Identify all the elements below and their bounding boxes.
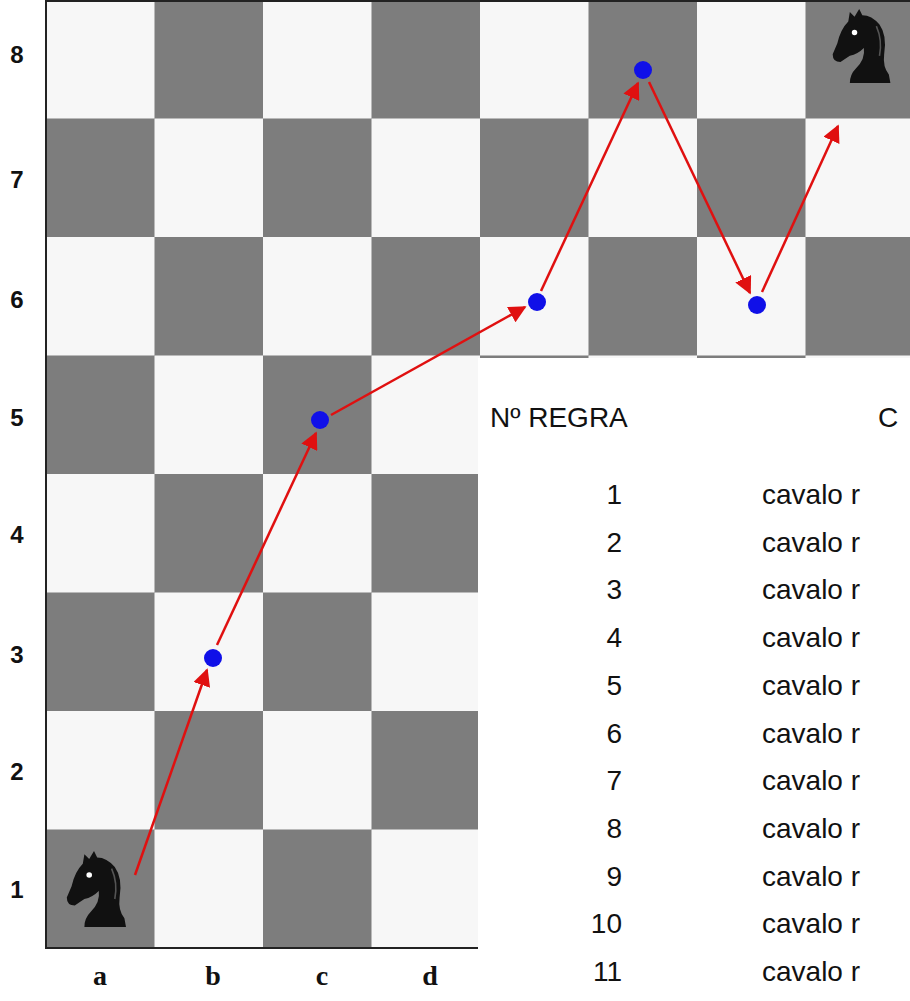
board-square bbox=[46, 0, 155, 119]
board-square bbox=[480, 0, 589, 119]
rule-number: 6 bbox=[606, 720, 622, 748]
board-square bbox=[155, 593, 264, 712]
board-square bbox=[372, 119, 481, 238]
rank-label: 1 bbox=[10, 878, 23, 902]
rule-condition: cavalo r bbox=[762, 863, 860, 891]
board-square bbox=[263, 0, 372, 119]
rule-number: 2 bbox=[606, 529, 622, 557]
rank-label: 6 bbox=[10, 288, 23, 312]
board-square bbox=[155, 0, 264, 119]
path-dot bbox=[634, 61, 652, 79]
rule-number: 8 bbox=[606, 815, 622, 843]
board-square bbox=[263, 474, 372, 593]
column-header: Nº REGRA bbox=[490, 404, 628, 432]
board-square bbox=[480, 237, 589, 356]
path-arrow bbox=[541, 83, 638, 291]
knight-piece bbox=[67, 851, 126, 927]
board-square bbox=[155, 237, 264, 356]
board-square bbox=[46, 830, 155, 949]
board-square bbox=[155, 356, 264, 475]
board-square bbox=[372, 593, 481, 712]
rule-number: 11 bbox=[593, 958, 622, 986]
rule-condition: cavalo r bbox=[762, 576, 860, 604]
file-label: b bbox=[205, 962, 221, 990]
rule-condition: cavalo r bbox=[762, 624, 860, 652]
rule-condition: cavalo r bbox=[762, 958, 860, 986]
board-square bbox=[372, 237, 481, 356]
board-square bbox=[372, 474, 481, 593]
rule-number: 5 bbox=[606, 672, 622, 700]
rule-number: 3 bbox=[606, 576, 622, 604]
rank-label: 7 bbox=[10, 168, 23, 192]
board-square bbox=[589, 119, 698, 238]
rule-number: 1 bbox=[606, 481, 622, 509]
rank-label: 2 bbox=[10, 760, 23, 784]
rule-number: 4 bbox=[606, 624, 622, 652]
board-square bbox=[46, 119, 155, 238]
knight-piece bbox=[833, 9, 891, 83]
board-square bbox=[806, 237, 910, 356]
rules-table-panel bbox=[478, 358, 910, 1001]
board-square bbox=[263, 119, 372, 238]
board-square bbox=[806, 119, 910, 238]
board-square bbox=[155, 830, 264, 949]
rule-condition: cavalo r bbox=[762, 910, 860, 938]
path-arrow bbox=[649, 82, 750, 293]
rank-label: 5 bbox=[10, 406, 23, 430]
board-square bbox=[155, 474, 264, 593]
rank-label: 3 bbox=[10, 643, 23, 667]
board-square bbox=[263, 356, 372, 475]
board-square bbox=[46, 356, 155, 475]
file-label: d bbox=[422, 962, 438, 990]
rule-number: 7 bbox=[606, 767, 622, 795]
board-square bbox=[46, 711, 155, 830]
board-square bbox=[697, 237, 806, 356]
rule-condition: cavalo r bbox=[762, 767, 860, 795]
file-label: c bbox=[316, 962, 328, 990]
file-label: a bbox=[93, 962, 107, 990]
rank-label: 4 bbox=[10, 523, 23, 547]
rule-condition: cavalo r bbox=[762, 815, 860, 843]
path-dot bbox=[311, 411, 329, 429]
board-square bbox=[697, 0, 806, 119]
board-square bbox=[263, 711, 372, 830]
board-square bbox=[480, 119, 589, 238]
rule-number: 9 bbox=[606, 863, 622, 891]
rule-number: 10 bbox=[591, 910, 622, 938]
board-square bbox=[155, 119, 264, 238]
board-square bbox=[697, 119, 806, 238]
rule-condition: cavalo r bbox=[762, 672, 860, 700]
board-square bbox=[589, 0, 698, 119]
rule-condition: cavalo r bbox=[762, 529, 860, 557]
board-square bbox=[372, 830, 481, 949]
column-header: C bbox=[878, 404, 898, 432]
path-arrow bbox=[217, 433, 316, 645]
rule-condition: cavalo r bbox=[762, 481, 860, 509]
board-square bbox=[263, 593, 372, 712]
board-square bbox=[46, 237, 155, 356]
board-square bbox=[372, 0, 481, 119]
board-square bbox=[46, 593, 155, 712]
board-square bbox=[46, 474, 155, 593]
board-square bbox=[263, 830, 372, 949]
board-square bbox=[372, 711, 481, 830]
board-square bbox=[263, 237, 372, 356]
board-square bbox=[589, 237, 698, 356]
path-arrow bbox=[762, 126, 838, 292]
rule-condition: cavalo r bbox=[762, 720, 860, 748]
board-square bbox=[372, 356, 481, 475]
path-dot bbox=[748, 296, 766, 314]
path-dot bbox=[528, 293, 546, 311]
path-arrow bbox=[135, 670, 207, 875]
rank-label: 8 bbox=[10, 43, 23, 67]
board-square bbox=[806, 0, 910, 119]
path-dot bbox=[204, 649, 222, 667]
